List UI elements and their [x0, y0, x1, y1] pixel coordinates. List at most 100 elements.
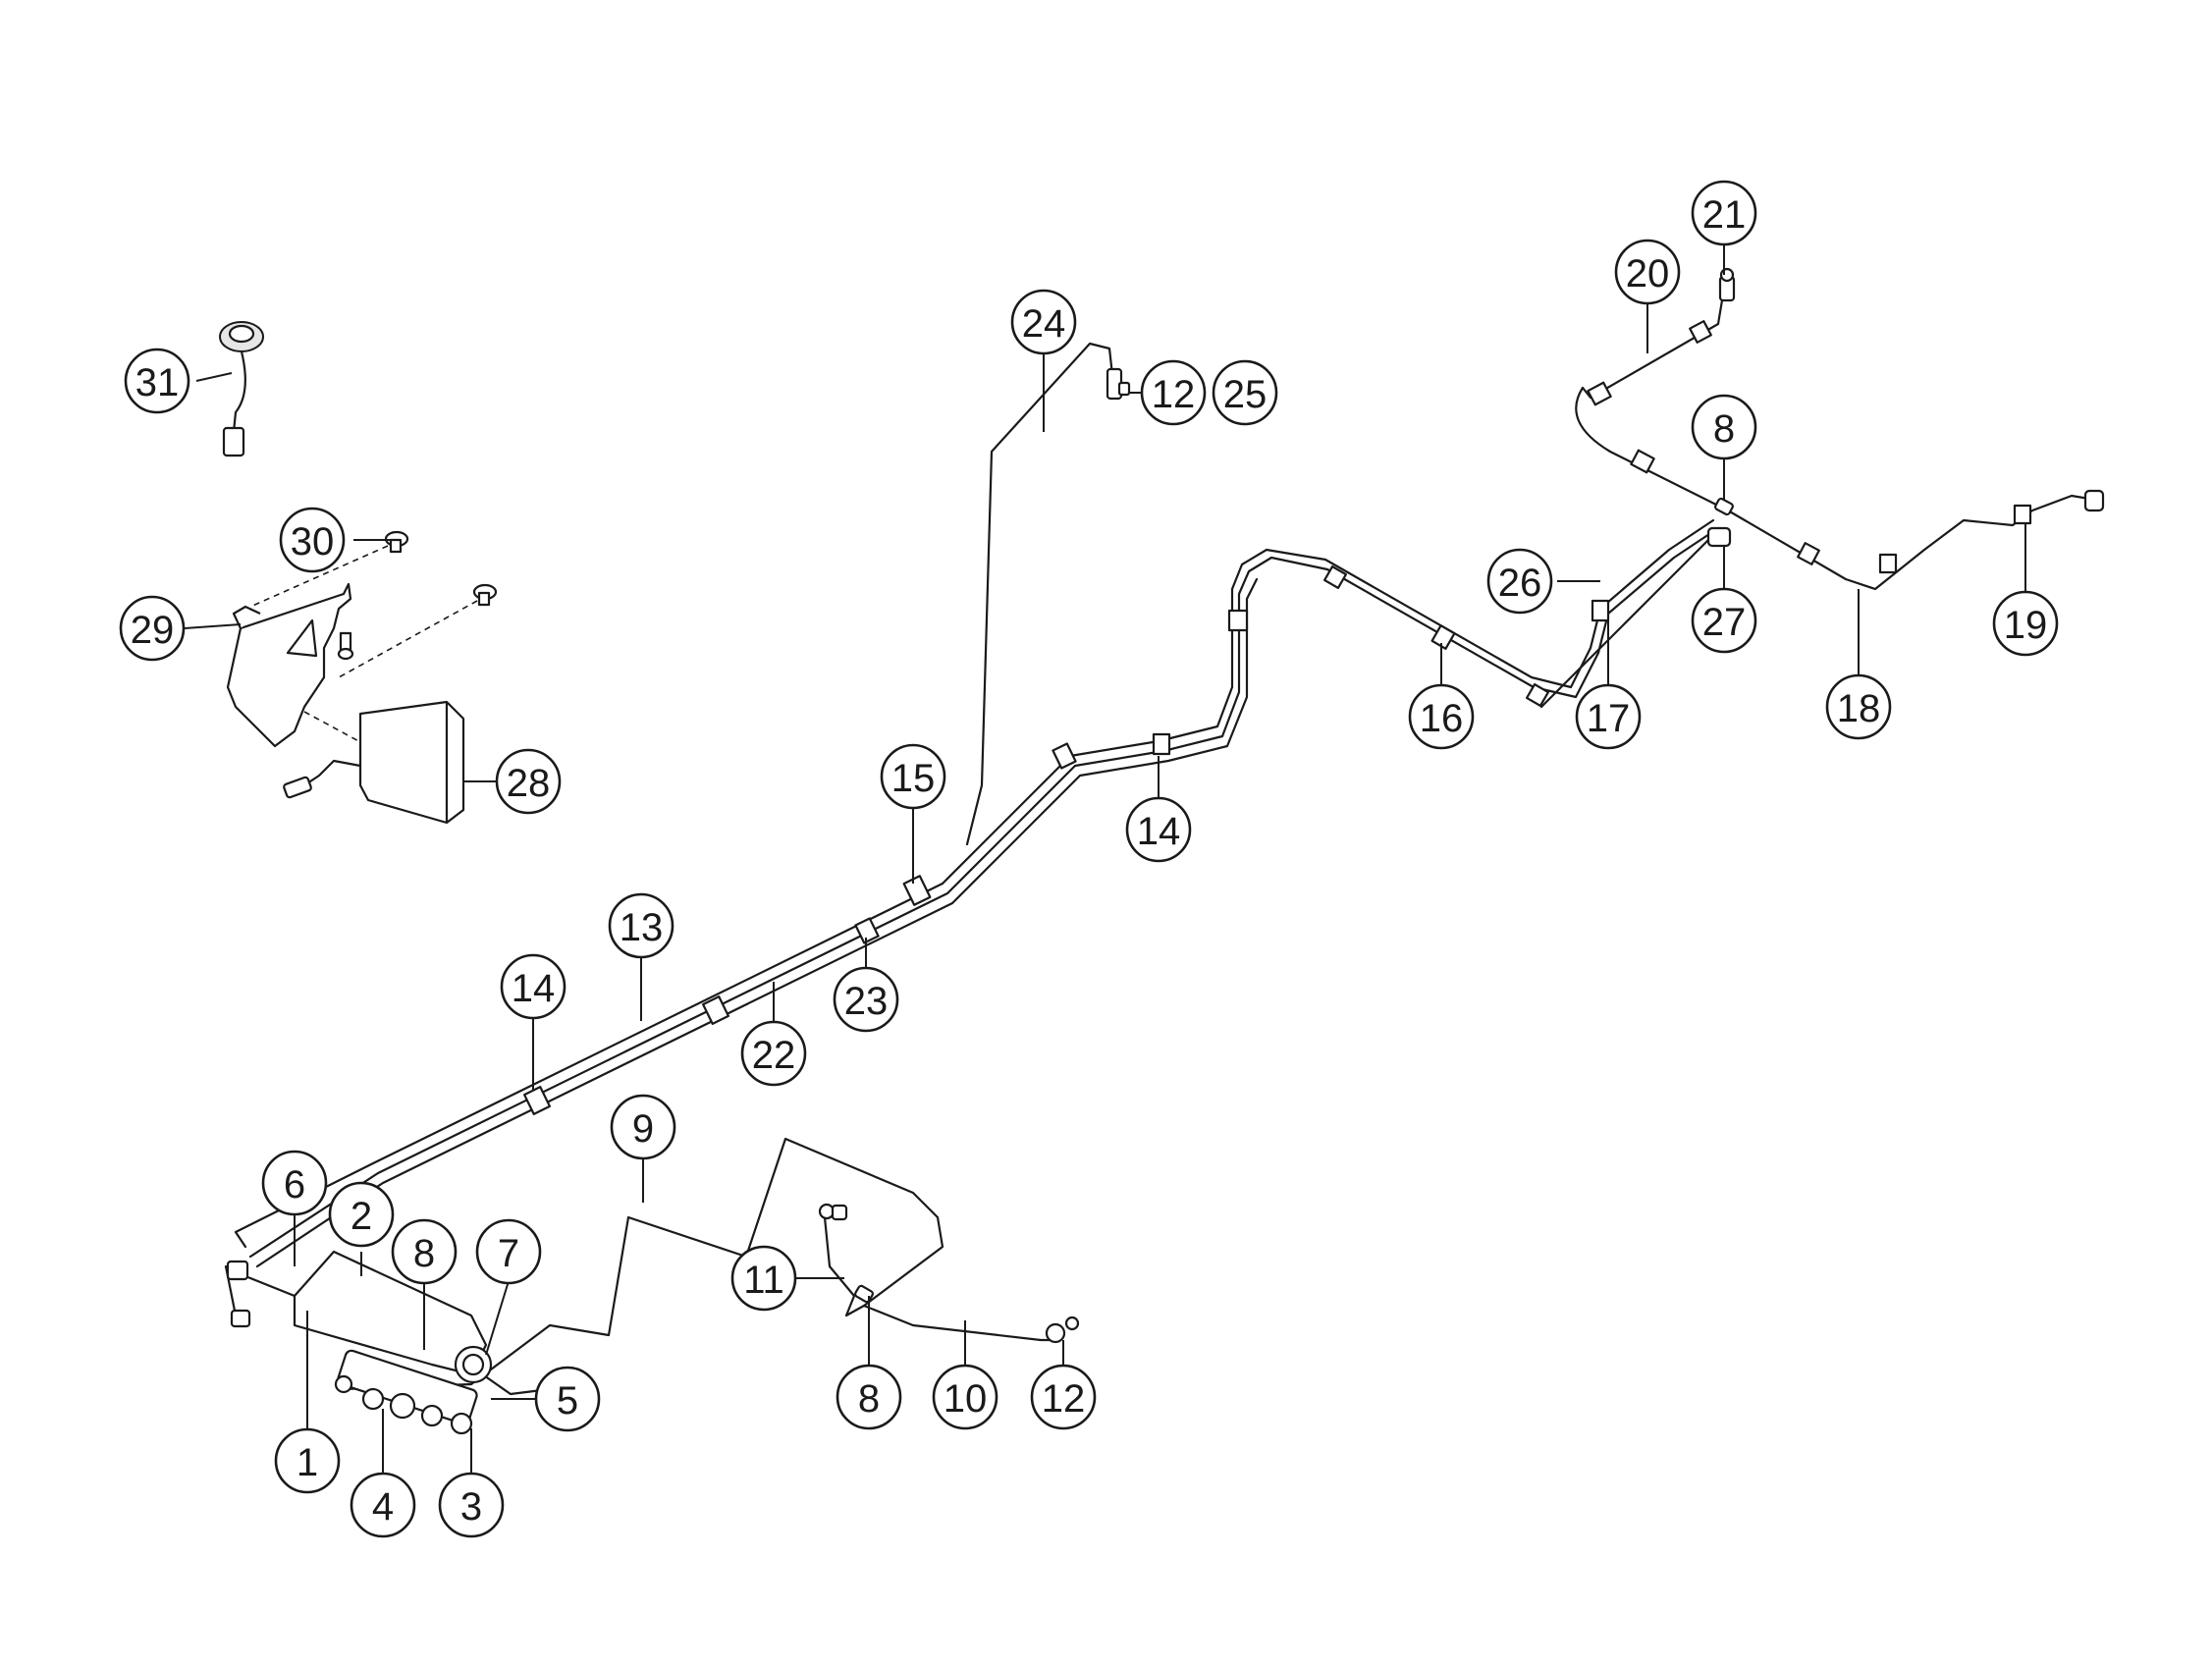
svg-text:31: 31: [135, 361, 180, 404]
components: [219, 267, 2105, 1435]
callout-12-rear: 12: [1140, 359, 1207, 426]
line-clips: [522, 320, 2032, 1115]
clip-rear-a: [1322, 564, 1348, 590]
clip-15: [902, 875, 932, 906]
callout-31: 31: [124, 348, 190, 414]
svg-text:3: 3: [460, 1485, 482, 1529]
svg-text:12: 12: [1042, 1377, 1086, 1421]
callout-25: 25: [1212, 359, 1278, 426]
svg-text:11: 11: [743, 1259, 784, 1302]
callout-3: 3: [438, 1472, 505, 1538]
clip-14-mid-b: [1152, 732, 1171, 756]
svg-text:13: 13: [620, 906, 664, 949]
svg-text:16: 16: [1420, 697, 1464, 740]
callout-10: 10: [932, 1364, 998, 1430]
callout-2: 2: [328, 1181, 395, 1248]
callout-8-front-b: 8: [836, 1364, 902, 1430]
callout-30: 30: [279, 507, 346, 573]
clip-16: [1430, 624, 1456, 650]
svg-text:14: 14: [1137, 810, 1181, 853]
callout-18: 18: [1825, 673, 1892, 740]
brake-line-20: [1581, 293, 1725, 400]
callout-1: 1: [274, 1427, 341, 1494]
svg-text:19: 19: [2004, 604, 2048, 647]
screw-29: [472, 583, 498, 607]
svg-text:5: 5: [557, 1379, 578, 1423]
callout-22: 22: [740, 1020, 807, 1087]
grommet-31: [219, 321, 264, 457]
callout-11: 11: [730, 1245, 797, 1312]
callout-27: 27: [1691, 587, 1757, 654]
callout-9: 9: [610, 1094, 676, 1160]
callout-6: 6: [261, 1150, 328, 1216]
svg-text:30: 30: [291, 520, 335, 564]
front-fittings: [818, 1203, 1080, 1344]
callout-12-front: 12: [1030, 1364, 1097, 1430]
clip-18-b: [1797, 542, 1820, 565]
svg-text:21: 21: [1702, 193, 1747, 237]
callouts: 1 2 3 4 5 6 7 8 8 8 9 10 11 12 12 13 14 …: [119, 180, 2059, 1538]
clip-vertical: [1227, 609, 1249, 632]
callout-23: 23: [833, 966, 899, 1033]
svg-text:25: 25: [1223, 373, 1268, 416]
svg-text:6: 6: [284, 1163, 305, 1207]
svg-text:7: 7: [498, 1232, 519, 1275]
svg-text:28: 28: [507, 762, 551, 805]
clip-13: [701, 995, 730, 1025]
callout-21: 21: [1691, 180, 1757, 246]
callout-7: 7: [475, 1218, 542, 1285]
clip-rear-b: [1525, 682, 1550, 708]
brake-line-26: [1539, 533, 1715, 709]
svg-text:26: 26: [1498, 562, 1542, 605]
svg-text:4: 4: [372, 1485, 394, 1529]
bracket-29: [226, 582, 354, 748]
svg-text:20: 20: [1626, 252, 1670, 295]
callout-17: 17: [1575, 683, 1642, 750]
clip-17: [1591, 599, 1610, 622]
callout-8-front-a: 8: [391, 1218, 458, 1285]
svg-text:17: 17: [1587, 697, 1631, 740]
fitting-27: [1706, 526, 1732, 548]
svg-text:1: 1: [297, 1441, 318, 1484]
svg-text:29: 29: [131, 609, 175, 652]
callout-28: 28: [495, 748, 562, 815]
svg-text:22: 22: [752, 1034, 796, 1077]
svg-text:24: 24: [1022, 302, 1066, 346]
callout-14-front: 14: [500, 953, 566, 1020]
svg-text:18: 18: [1837, 687, 1881, 730]
svg-text:8: 8: [1713, 407, 1735, 451]
callout-20: 20: [1614, 239, 1681, 305]
clip-14-mid-a: [1052, 742, 1077, 770]
main-brake-line-23: [255, 577, 1259, 1268]
clip-14-front: [522, 1086, 552, 1115]
callout-8-rear: 8: [1691, 394, 1757, 460]
svg-text:12: 12: [1152, 373, 1196, 416]
union-8-rear: [1714, 497, 1734, 516]
svg-text:2: 2: [351, 1195, 372, 1238]
callout-16: 16: [1408, 683, 1475, 750]
brake-line-9: [342, 1137, 1062, 1391]
svg-text:8: 8: [413, 1232, 435, 1275]
screw-30: [384, 530, 409, 554]
svg-text:8: 8: [858, 1377, 880, 1421]
fitting-19-end: [2083, 489, 2105, 512]
main-brake-line-13: [234, 518, 1715, 1249]
svg-text:27: 27: [1702, 601, 1747, 644]
callout-15: 15: [880, 743, 946, 810]
callout-29: 29: [119, 595, 186, 662]
callout-26: 26: [1486, 548, 1553, 615]
callout-24: 24: [1010, 289, 1077, 355]
svg-text:10: 10: [944, 1377, 988, 1421]
dashed-guide-29: [338, 600, 478, 678]
brake-reservoir-assembly: [226, 1250, 493, 1435]
svg-text:15: 15: [891, 757, 936, 800]
callout-13: 13: [608, 892, 674, 959]
clip-18-c: [1878, 553, 1898, 574]
clip-18-a: [1630, 449, 1655, 474]
svg-text:14: 14: [512, 967, 556, 1010]
svg-text:23: 23: [844, 980, 889, 1023]
brake-line-24: [965, 342, 1116, 846]
callout-4: 4: [350, 1472, 416, 1538]
callout-14-mid: 14: [1125, 796, 1192, 863]
